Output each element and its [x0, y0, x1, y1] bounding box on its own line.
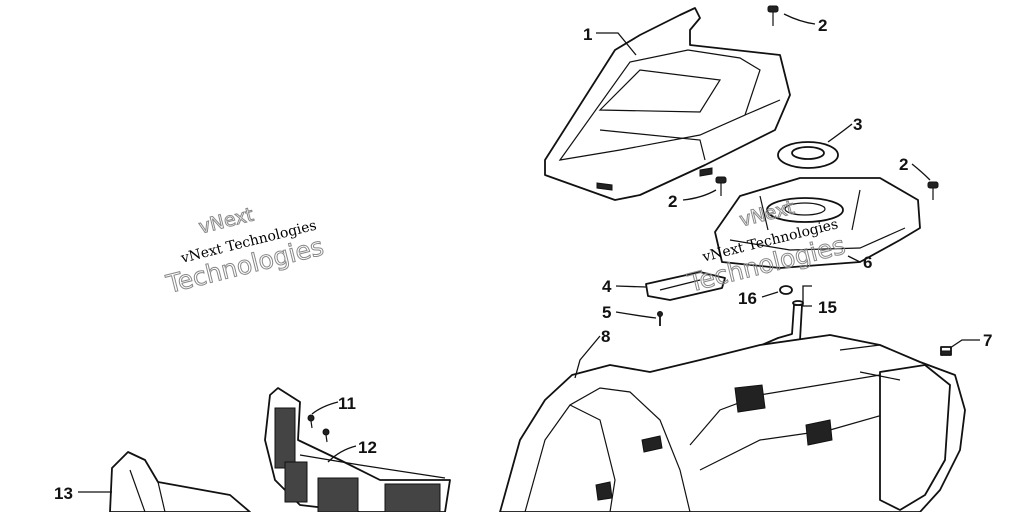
callout-6: 6 — [863, 253, 872, 272]
callout-16: 16 — [738, 289, 757, 308]
callout-12: 12 — [358, 438, 377, 457]
callout-4: 4 — [602, 277, 612, 296]
part-screw-mid — [715, 176, 727, 196]
part-screw-pair — [307, 414, 330, 443]
part-hood-cover — [544, 7, 791, 201]
callout-labels: 1 2 2 2 3 4 5 6 7 8 11 12 13 15 16 — [54, 16, 992, 503]
part-front-fender — [499, 334, 966, 513]
watermark-brand-top: vNext — [197, 204, 256, 239]
callout-7: 7 — [983, 331, 992, 350]
watermark-left: vNext vNext Technologies Technologies — [162, 203, 327, 299]
callout-2: 2 — [668, 192, 677, 211]
callout-2: 2 — [899, 155, 908, 174]
part-small-cap — [645, 271, 726, 301]
part-screw-right — [927, 181, 939, 200]
callout-5: 5 — [602, 303, 611, 322]
callout-3: 3 — [853, 115, 862, 134]
part-screw-small — [657, 311, 663, 326]
leader-lines — [78, 13, 980, 493]
part-screw-top — [767, 5, 779, 26]
part-front-grille — [264, 387, 451, 513]
callout-13: 13 — [54, 484, 73, 503]
part-tank-cover — [714, 177, 921, 269]
part-bumper-bracket — [109, 451, 251, 513]
callout-1: 1 — [583, 25, 592, 44]
part-gasket-ring — [777, 141, 839, 169]
callout-15: 15 — [818, 298, 837, 317]
part-clip — [940, 346, 952, 356]
callout-11: 11 — [338, 394, 356, 413]
callout-8: 8 — [601, 327, 610, 346]
callout-2: 2 — [818, 16, 827, 35]
part-hose-clamp — [779, 285, 793, 295]
